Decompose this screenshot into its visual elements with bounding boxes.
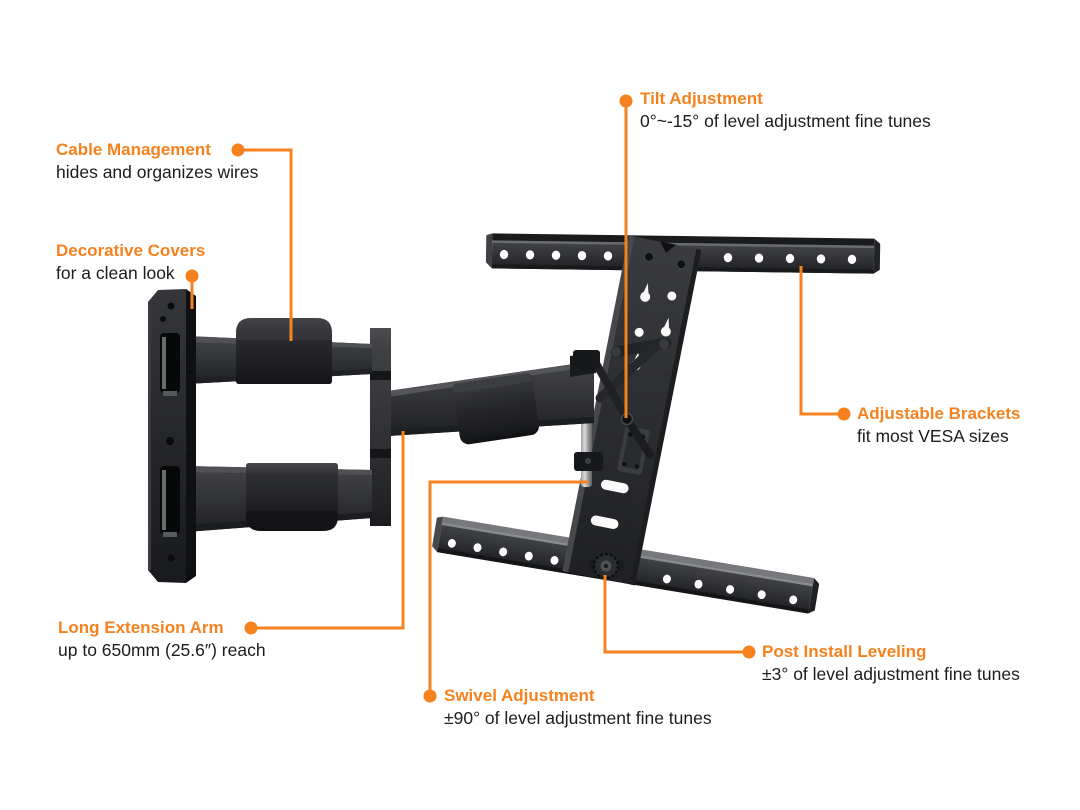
tilt-linkage bbox=[593, 337, 672, 459]
cable-callout-dot bbox=[231, 143, 245, 157]
callout-adjustable-brackets: Adjustable Brackets fit most VESA sizes bbox=[857, 403, 1020, 447]
callout-description: up to 650mm (25.6″) reach bbox=[58, 640, 266, 660]
callout-title: Cable Management bbox=[56, 140, 211, 159]
wall-plate bbox=[148, 289, 196, 583]
callout-tilt-adjustment: Tilt Adjustment 0°~-15° of level adjustm… bbox=[640, 88, 931, 132]
leveling-callout-dot bbox=[742, 645, 756, 659]
vesa-plate bbox=[562, 235, 702, 586]
callout-decorative-covers: Decorative Covers for a clean look bbox=[56, 240, 205, 284]
swivel-callout-line bbox=[428, 480, 588, 696]
callout-swivel-adjustment: Swivel Adjustment ±90° of level adjustme… bbox=[444, 685, 712, 729]
elbow-joint bbox=[370, 328, 391, 526]
callout-title: Long Extension Arm bbox=[58, 618, 224, 637]
callout-description: hides and organizes wires bbox=[56, 162, 259, 182]
extension-arm-cover bbox=[452, 373, 540, 445]
swivel-callout-dot bbox=[423, 689, 437, 703]
callout-description: for a clean look bbox=[56, 263, 175, 283]
upper-arm-cover bbox=[236, 318, 332, 384]
callout-description: fit most VESA sizes bbox=[857, 426, 1009, 446]
extension-arm-callout-line bbox=[251, 431, 405, 630]
brackets-callout-dot bbox=[837, 407, 851, 421]
callout-description: ±90° of level adjustment fine tunes bbox=[444, 708, 712, 728]
extension-arm-callout-dot bbox=[244, 621, 258, 635]
callout-title: Post Install Leveling bbox=[762, 642, 927, 661]
brackets-callout-line bbox=[799, 266, 844, 416]
decorative-callout-dot bbox=[185, 269, 199, 283]
post-clamps bbox=[573, 350, 603, 471]
callout-cable-management: Cable Management hides and organizes wir… bbox=[56, 139, 258, 183]
leveling-knob bbox=[589, 552, 624, 580]
callout-long-extension-arm: Long Extension Arm up to 650mm (25.6″) r… bbox=[58, 617, 266, 661]
tilt-callout-dot bbox=[619, 94, 633, 108]
callout-title: Swivel Adjustment bbox=[444, 686, 595, 705]
callout-title: Adjustable Brackets bbox=[857, 404, 1021, 423]
leveling-callout-line bbox=[603, 575, 749, 654]
callout-post-install-leveling: Post Install Leveling ±3° of level adjus… bbox=[762, 641, 1020, 685]
callout-description: ±3° of level adjustment fine tunes bbox=[762, 664, 1020, 684]
lower-arm-cover bbox=[246, 463, 338, 531]
callout-description: 0°~-15° of level adjustment fine tunes bbox=[640, 111, 931, 131]
callout-title: Decorative Covers bbox=[56, 241, 206, 260]
cable-callout-line bbox=[238, 148, 293, 341]
callout-title: Tilt Adjustment bbox=[640, 89, 763, 108]
